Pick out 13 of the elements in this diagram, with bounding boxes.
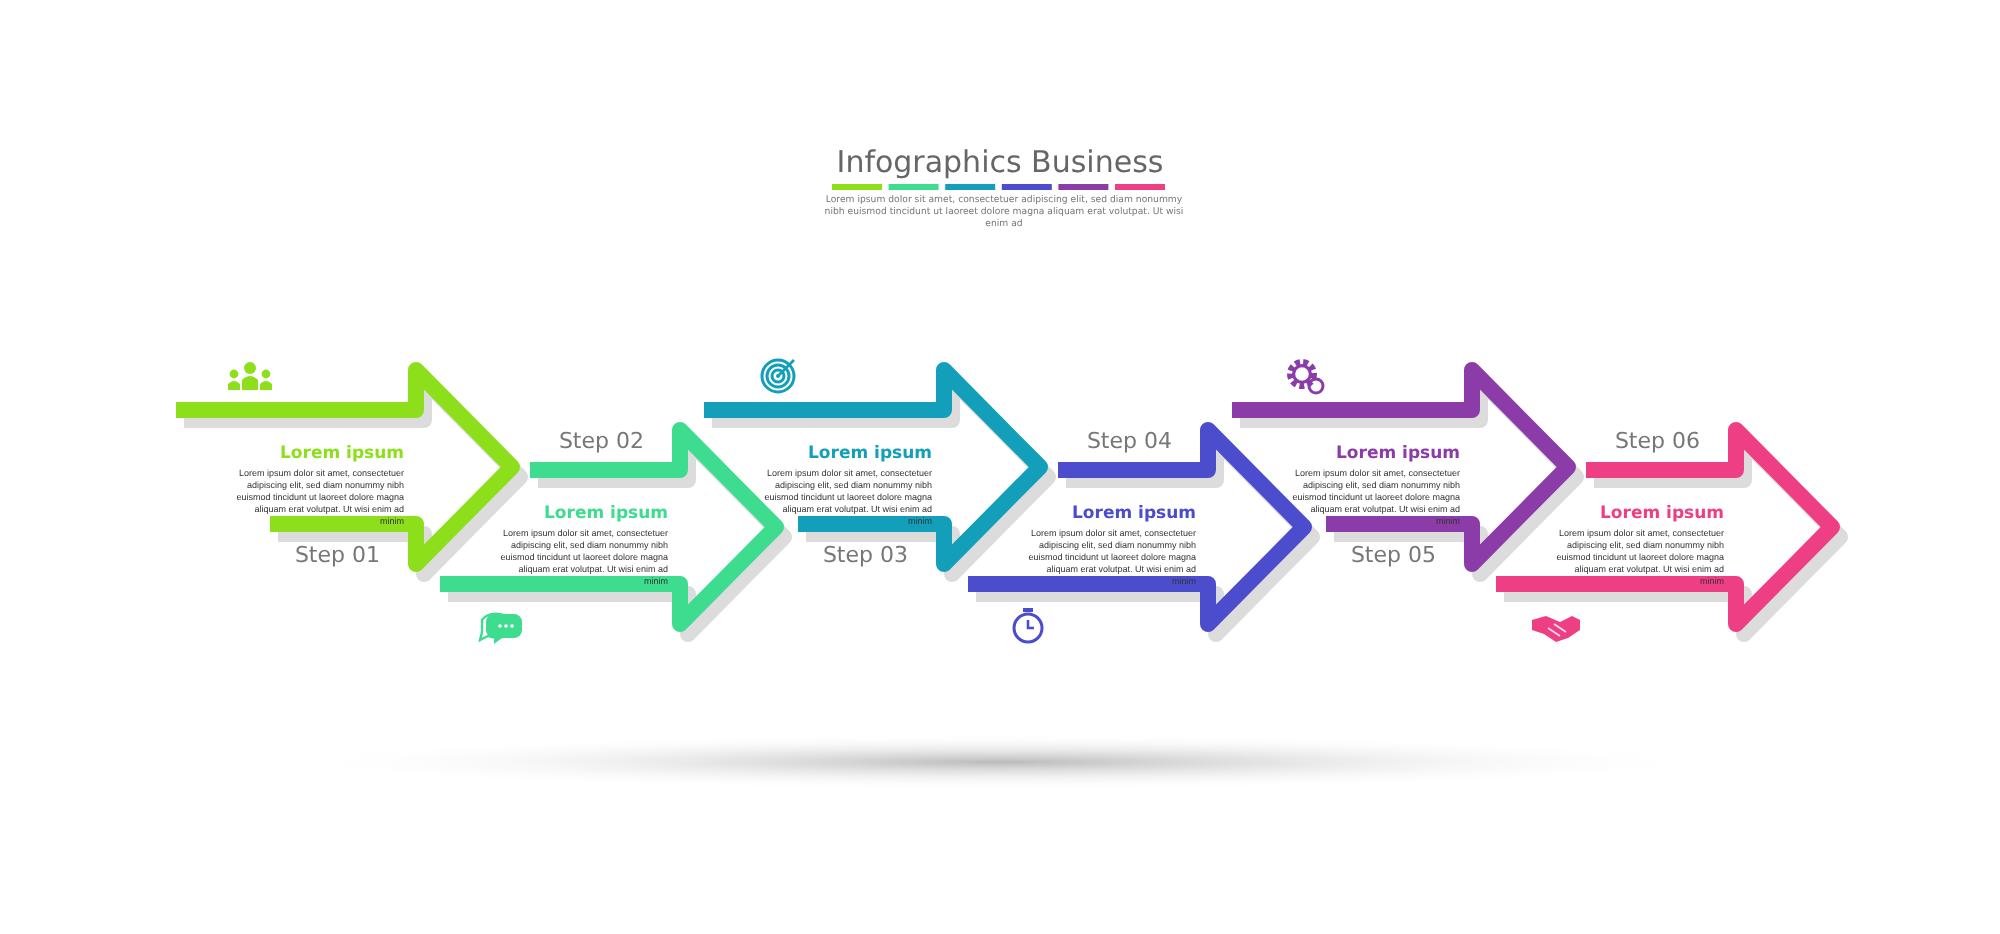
step-heading: Lorem ipsum xyxy=(1336,444,1460,464)
step-heading: Lorem ipsum xyxy=(280,444,404,464)
step-heading: Lorem ipsum xyxy=(1600,504,1724,524)
step-label: Step 02 xyxy=(558,428,644,454)
step-heading: Lorem ipsum xyxy=(544,504,668,524)
step-label: Step 03 xyxy=(822,542,908,568)
step-label: Step 06 xyxy=(1614,428,1700,454)
step-label: Step 04 xyxy=(1086,428,1172,454)
diagram-title: Infographics Business xyxy=(834,144,1166,180)
step-heading: Lorem ipsum xyxy=(808,444,932,464)
step-label: Step 01 xyxy=(294,542,380,568)
step-heading: Lorem ipsum xyxy=(1072,504,1196,524)
step-label: Step 05 xyxy=(1350,542,1436,568)
